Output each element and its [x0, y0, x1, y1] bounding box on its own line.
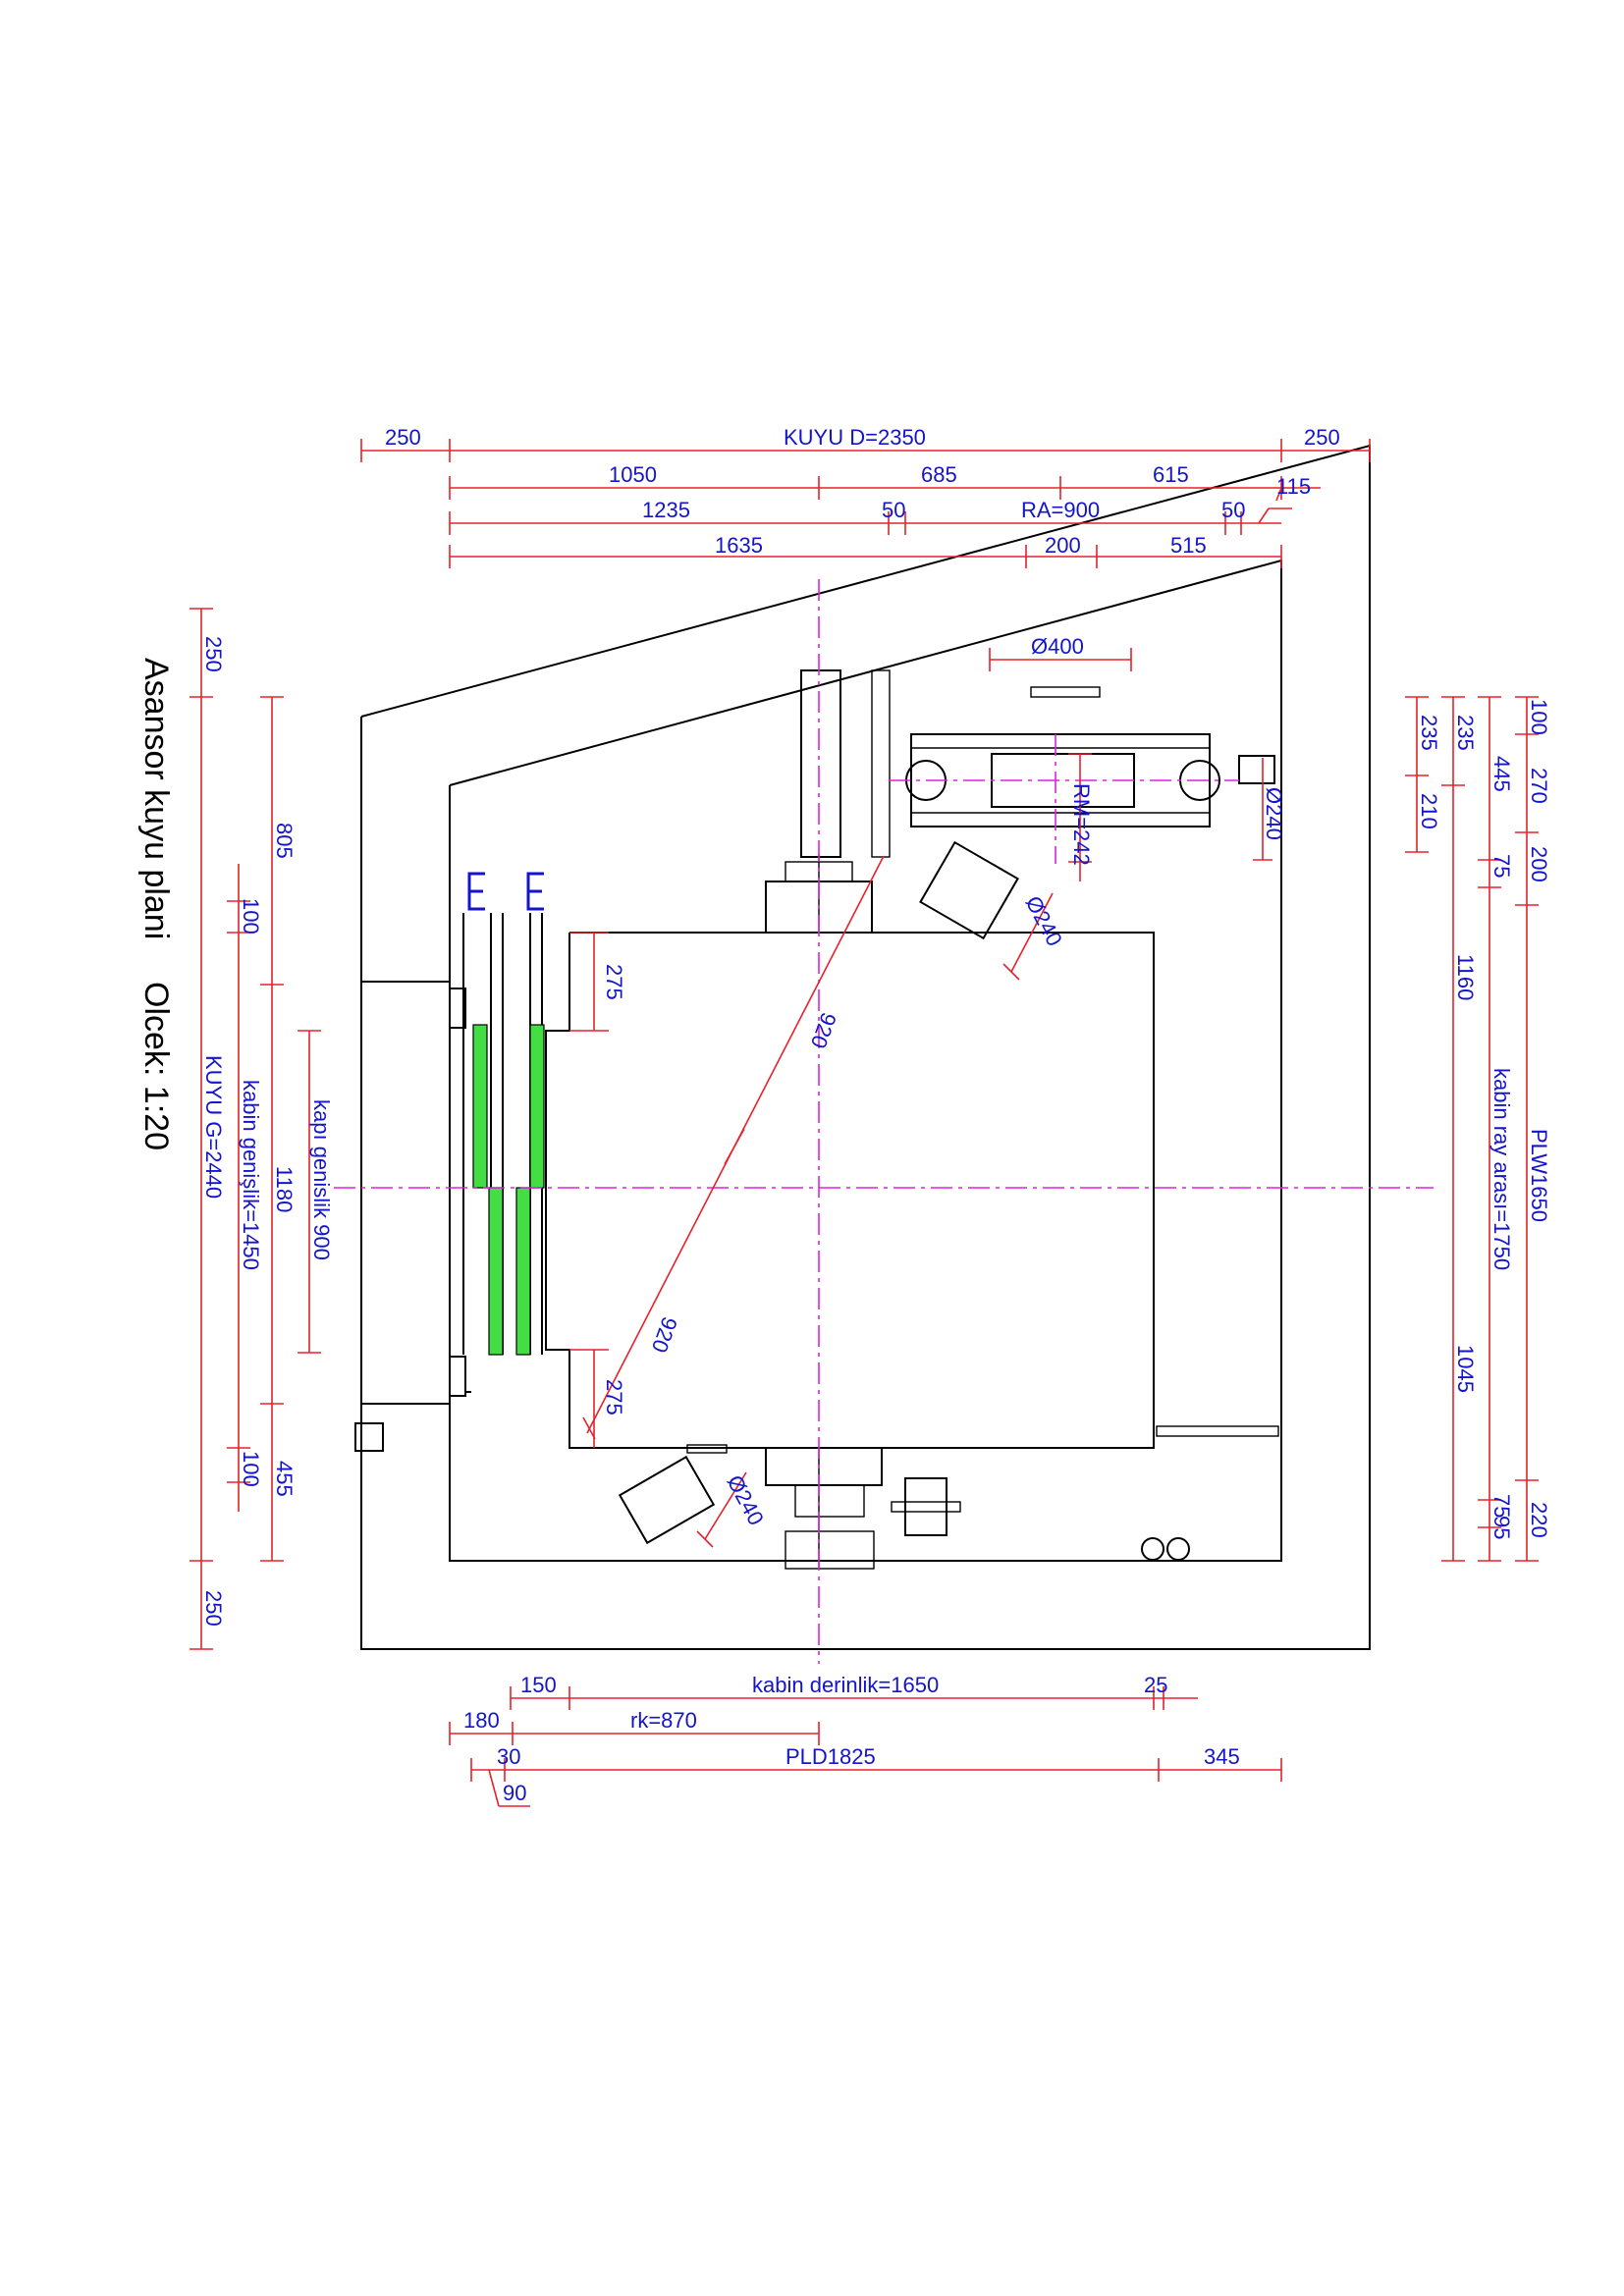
- diagonal-upper-label: 920: [806, 1009, 841, 1051]
- bottom-row3-a: 30: [497, 1744, 520, 1769]
- top-row1-center: KUYU D=2350: [784, 425, 926, 450]
- door-panel-green-1: [472, 1024, 488, 1189]
- top-row3-b: 50: [882, 498, 905, 522]
- left-wall-center: 1180: [272, 1166, 297, 1212]
- right-col3-e: 95: [1489, 1516, 1514, 1539]
- right-col3-a: 445: [1489, 756, 1514, 792]
- bottom-row4-a: 90: [503, 1781, 526, 1805]
- right-col4-c: 200: [1527, 846, 1551, 882]
- bottom-rail-bracket: [765, 1447, 883, 1570]
- d240-right-label: Ø240: [1262, 787, 1286, 840]
- door-panel-green-2: [488, 1187, 504, 1356]
- bottom-row2-b: rk=870: [630, 1708, 697, 1733]
- counterweight: [800, 669, 891, 858]
- right-col4-a: 100: [1527, 699, 1551, 735]
- bottom-row2-a: 180: [463, 1708, 500, 1733]
- left-cabin-bottom: 100: [239, 1451, 263, 1487]
- top-row2-c: 615: [1153, 462, 1189, 487]
- right-col1-a: 235: [1417, 715, 1441, 751]
- top-row2-d: 115: [1276, 474, 1311, 499]
- d240-bottom-dim: [696, 1471, 747, 1548]
- left-outer-bottom: 250: [201, 1590, 226, 1627]
- right-col4-b: 270: [1527, 768, 1551, 804]
- top-row4-c: 515: [1170, 533, 1207, 558]
- left-cabin-center: kabin genişlik=1450: [239, 1080, 263, 1270]
- cabin-top-offset-label: 275: [602, 964, 626, 1000]
- top-row2-b: 685: [921, 462, 957, 487]
- left-wall-bottom: 455: [272, 1461, 297, 1497]
- right-col2-a: 235: [1453, 715, 1478, 751]
- right-col2-c: 1045: [1453, 1345, 1478, 1393]
- door-panels: [462, 872, 545, 1356]
- top-row2-a: 1050: [609, 462, 657, 487]
- right-col4-d: PLW1650: [1527, 1129, 1551, 1222]
- left-cabin-top: 100: [239, 898, 263, 934]
- pulley-dimension: [989, 648, 1132, 671]
- d240-right-dim: [1253, 758, 1272, 861]
- top-row4-b: 200: [1045, 533, 1081, 558]
- right-col3-c: kabin ray arası=1750: [1489, 1068, 1514, 1270]
- diagonal-lower-label: 920: [647, 1313, 682, 1356]
- left-wall-top: 805: [272, 823, 297, 859]
- bottom-row3-c: 345: [1204, 1744, 1240, 1769]
- cabin-offset-dims: [569, 932, 609, 1448]
- left-outer-center: KUYU G=2440: [201, 1055, 226, 1199]
- bottom-dimension-lines: [449, 1686, 1282, 1807]
- cabin-outline: [545, 932, 1155, 1449]
- rm-label: RM=242: [1069, 783, 1094, 866]
- right-col3-d: 75: [1489, 1494, 1514, 1518]
- left-door-width: kapı genislik 900: [309, 1099, 334, 1260]
- right-dimension-lines: [1405, 696, 1539, 1562]
- left-outer-top: 250: [201, 636, 226, 672]
- pulley-label: Ø400: [1031, 634, 1084, 659]
- door-panel-green-4: [515, 1187, 531, 1356]
- rm-dimension: [1068, 753, 1092, 881]
- cabin-bottom-offset-label: 275: [602, 1379, 626, 1415]
- top-row3-c: RA=900: [1021, 498, 1100, 522]
- top-row3-a: 1235: [642, 498, 690, 522]
- left-dimension-lines: [189, 608, 321, 1650]
- top-dimension-lines: [360, 439, 1371, 568]
- landing-door-frame: [354, 981, 471, 1452]
- bottom-row1-c: 25: [1144, 1673, 1167, 1697]
- bottom-buffer: [618, 1444, 728, 1545]
- bottom-row1-a: 150: [520, 1673, 557, 1697]
- bottom-right-component: [891, 1425, 1279, 1561]
- diagonal-dimension: [582, 855, 885, 1440]
- right-col3-b: 75: [1489, 854, 1514, 878]
- shaft-outer-wall: [360, 444, 1371, 1650]
- bottom-row3-b: PLD1825: [785, 1744, 876, 1769]
- right-col1-b: 210: [1417, 793, 1441, 829]
- top-row1-left: 250: [385, 425, 421, 450]
- drawing-title: Asansor kuyu plani: [137, 658, 175, 939]
- shaft-inner-wall: [449, 559, 1282, 1562]
- door-panel-green-3: [529, 1024, 545, 1189]
- right-col2-b: 1160: [1453, 954, 1478, 1000]
- top-row4-a: 1635: [715, 533, 763, 558]
- right-col4-e: 220: [1527, 1502, 1551, 1538]
- top-row3-d: 50: [1221, 498, 1245, 522]
- top-row1-right: 250: [1304, 425, 1340, 450]
- d240-top-dim: [1002, 892, 1054, 981]
- bottom-row1-b: kabin derinlik=1650: [752, 1673, 939, 1697]
- drawing-scale: Olcek: 1:20: [137, 982, 175, 1150]
